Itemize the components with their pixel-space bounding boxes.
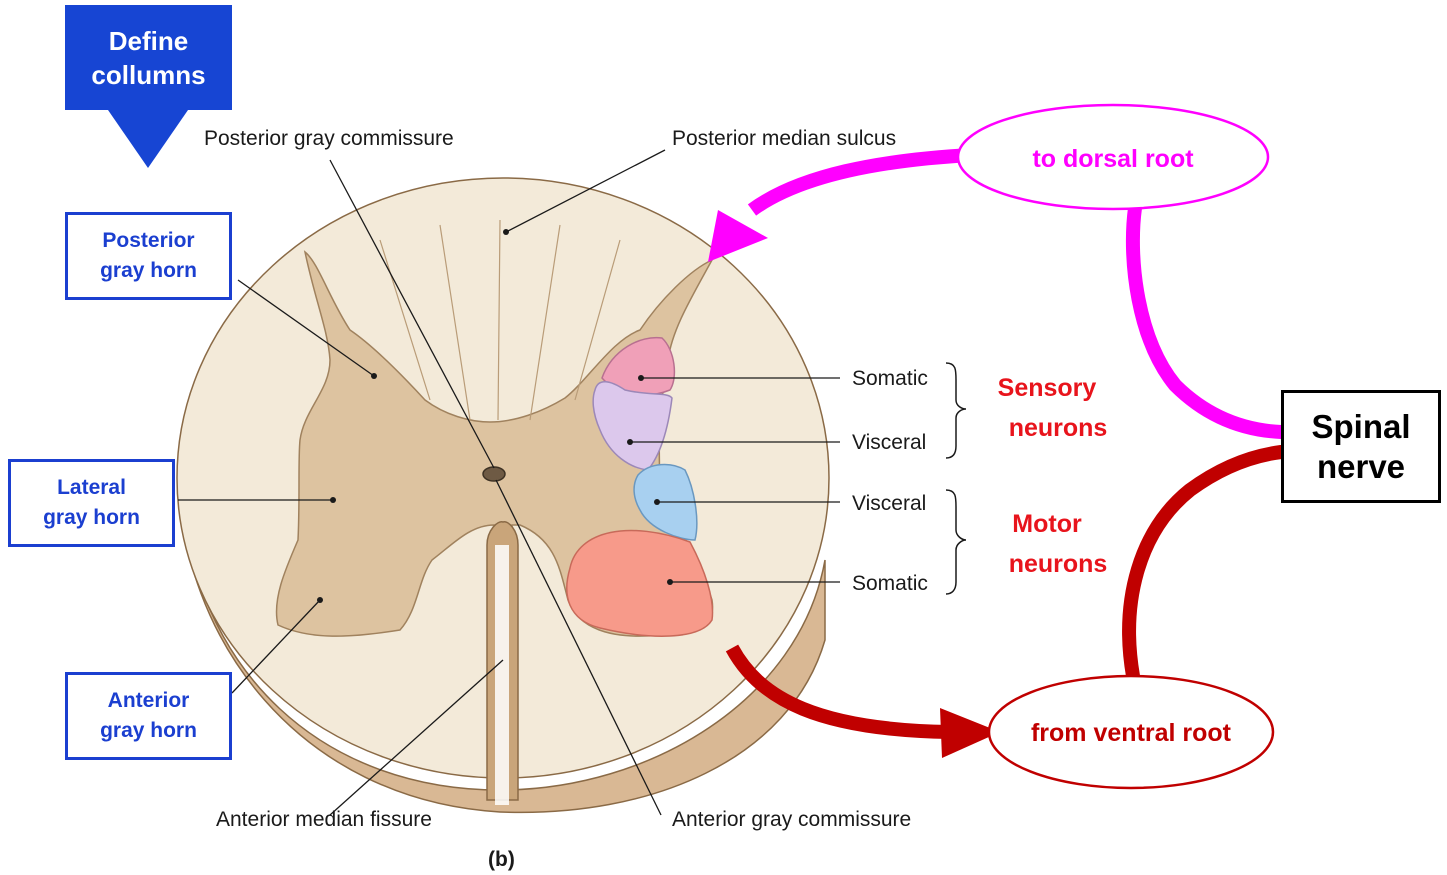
lateral-gray-horn-line1: Lateral [57,473,126,503]
ventral-root-curve [1129,452,1281,676]
define-columns-line1: Define [109,24,188,58]
spinal-nerve-box: Spinal nerve [1281,390,1441,503]
sensory-bracket [946,363,966,458]
somatic-motor-zone [567,530,713,636]
posterior-gray-horn-box: Posterior gray horn [65,212,232,300]
visceral-motor-label: Visceral [852,492,926,515]
down-arrow-icon [108,110,188,168]
visceral-sensory-label: Visceral [852,431,926,454]
motor-label-line2: neurons [1009,550,1108,578]
somatic-sensory-label: Somatic [852,367,928,390]
posterior-gray-horn-line1: Posterior [102,226,194,256]
anterior-gray-horn-box: Anterior gray horn [65,672,232,760]
lateral-gray-horn-box: Lateral gray horn [8,459,175,547]
dorsal-arrow-shaft [752,155,972,210]
anterior-gray-horn-line2: gray horn [100,716,197,746]
posterior-gray-horn-line2: gray horn [100,256,197,286]
figure-tag: (b) [488,848,515,871]
anterior-gray-horn-line1: Anterior [108,686,190,716]
lateral-gray-horn-line2: gray horn [43,503,140,533]
sensory-label-line2: neurons [1009,414,1108,442]
dorsal-arrowhead [708,210,768,262]
posterior-median-sulcus-label: Posterior median sulcus [672,127,896,150]
ventral-root-label: from ventral root [1031,719,1232,747]
anterior-gray-commissure-label: Anterior gray commissure [672,808,911,831]
dorsal-root-label: to dorsal root [1032,145,1194,173]
motor-bracket [946,490,966,594]
define-columns-box: Define collumns [65,5,232,110]
anterior-median-fissure-label: Anterior median fissure [216,808,432,831]
fissure-gap [495,545,509,805]
somatic-motor-label: Somatic [852,572,928,595]
spinal-nerve-line2: nerve [1317,447,1405,487]
posterior-gray-commissure-label: Posterior gray commissure [204,127,454,150]
motor-label-line1: Motor [1012,510,1082,538]
dorsal-root-curve [1133,208,1281,432]
sensory-label-line1: Sensory [998,374,1097,402]
central-canal [483,467,505,481]
define-columns-callout: Define collumns [65,5,232,168]
spinal-nerve-line1: Spinal [1311,407,1410,447]
define-columns-line2: collumns [91,58,205,92]
